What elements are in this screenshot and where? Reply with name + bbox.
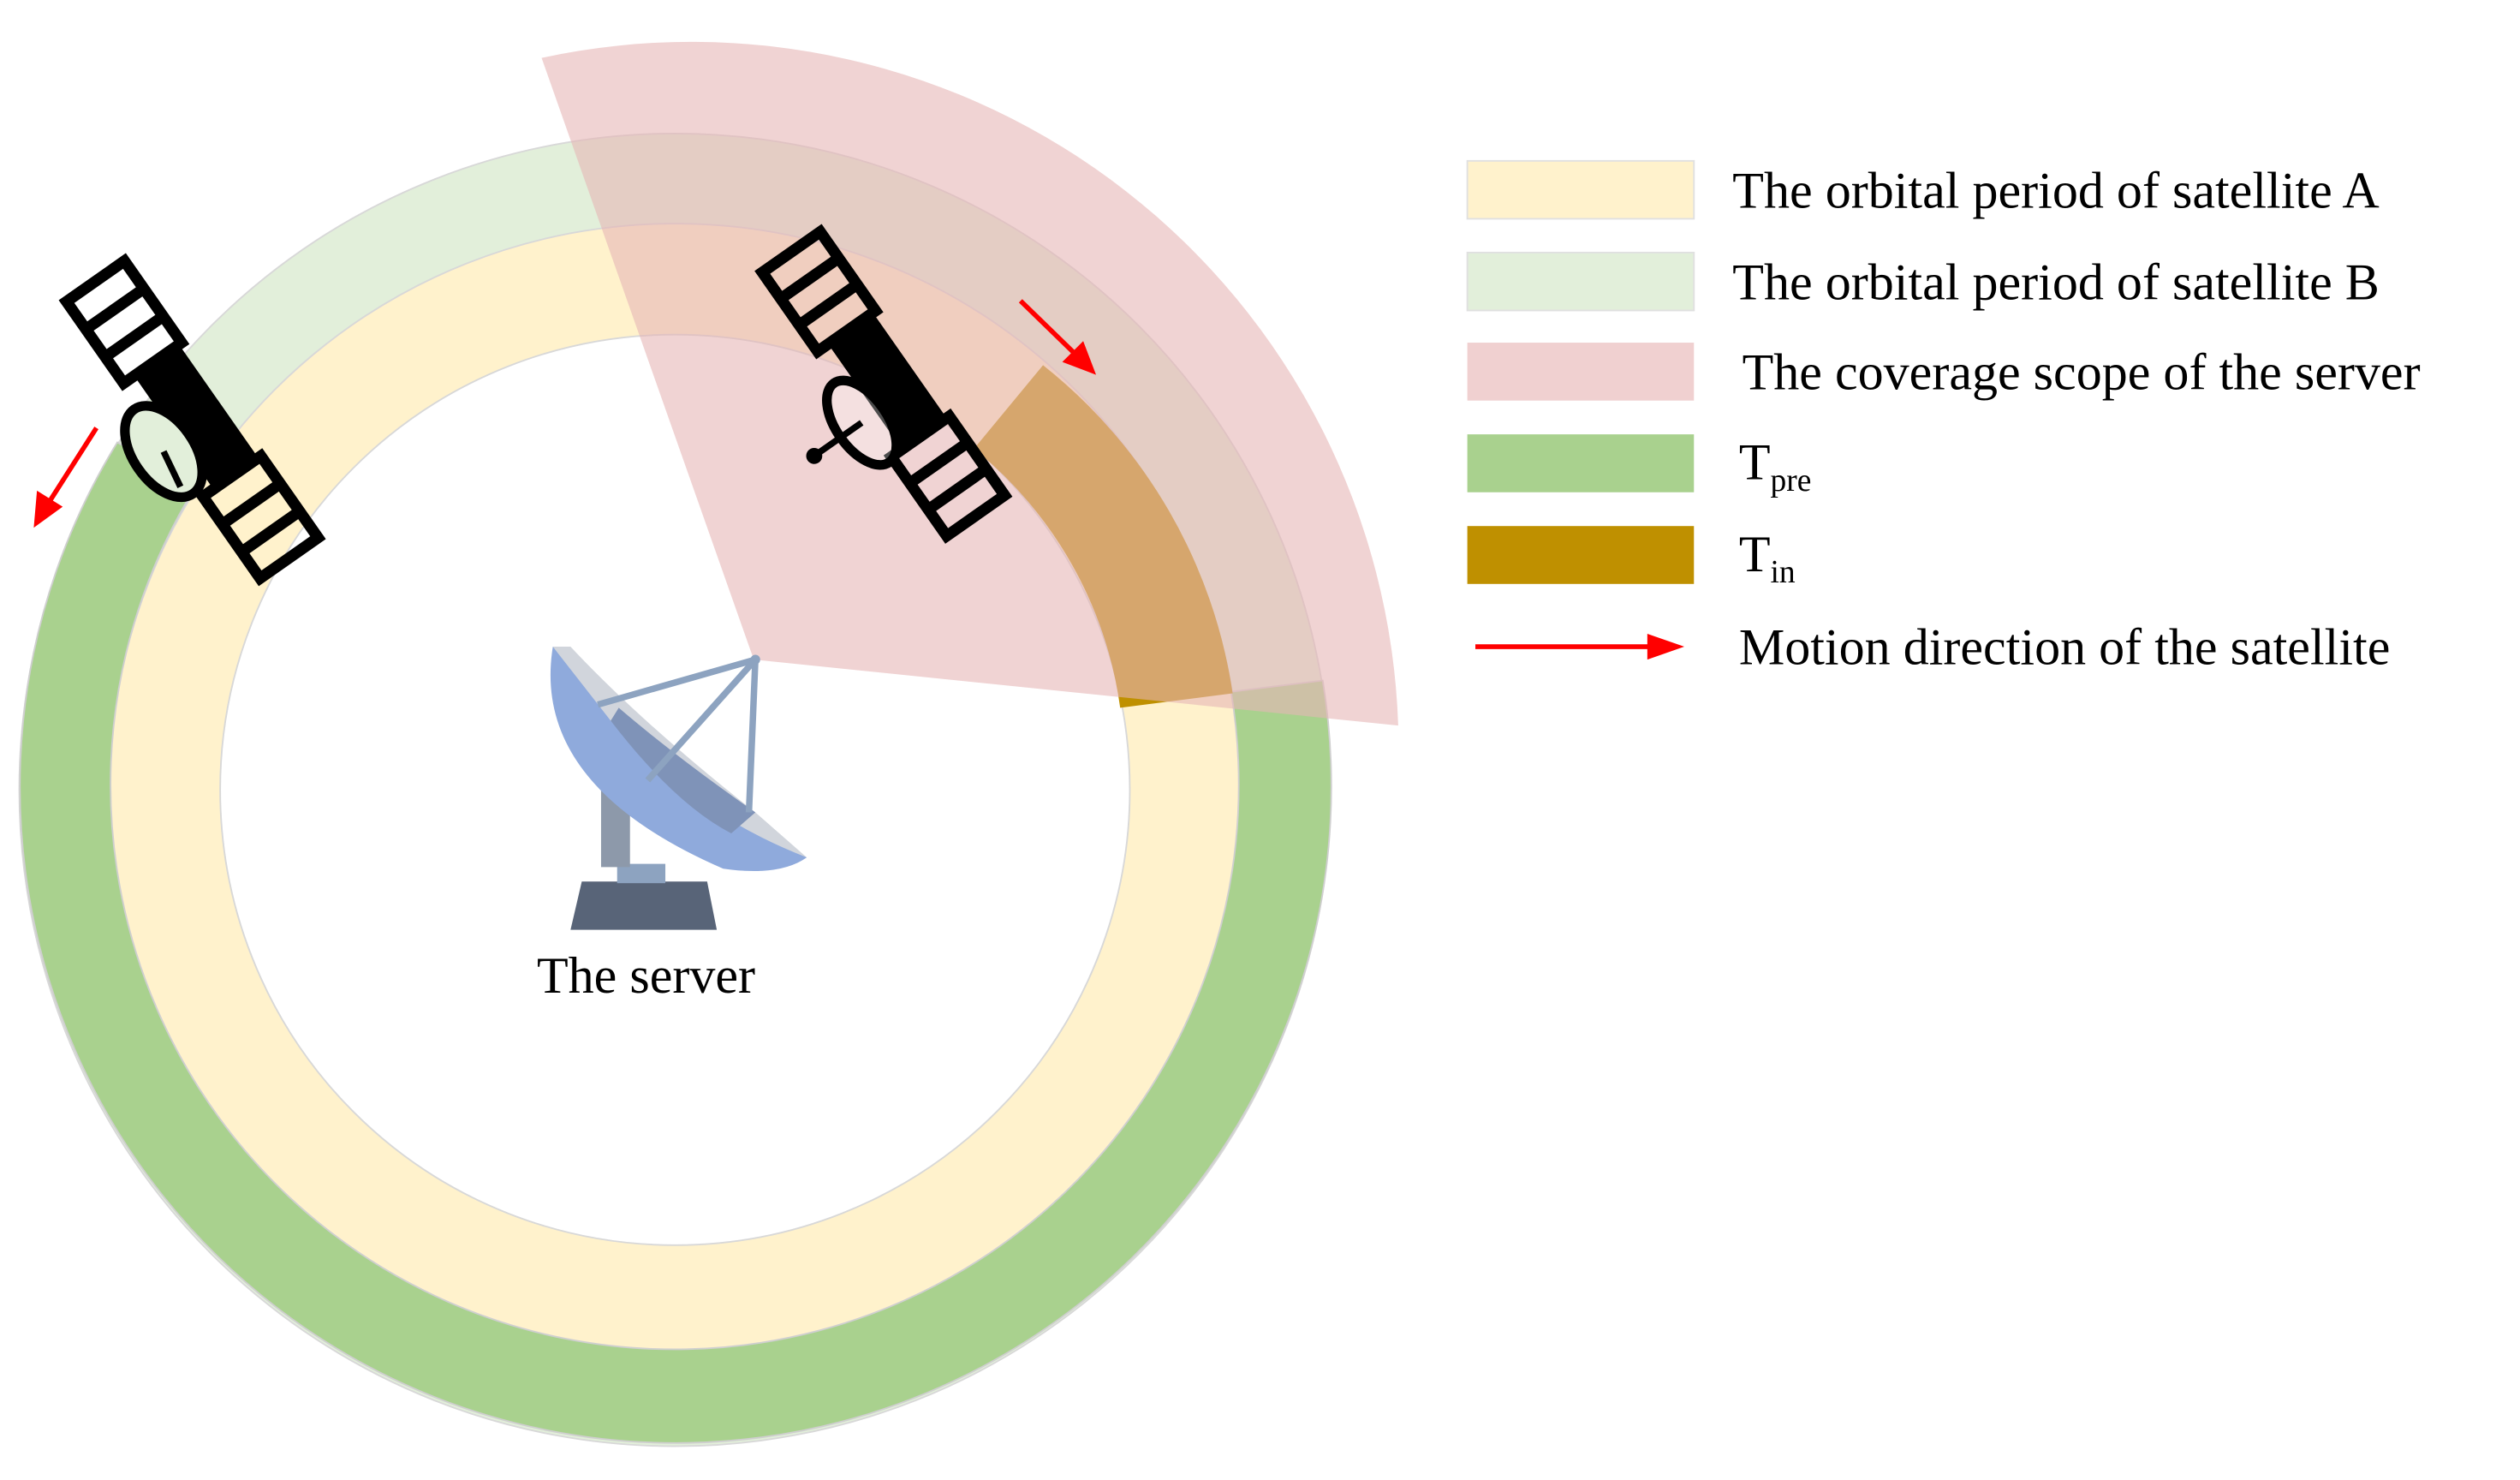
legend-swatch-orbit-b	[1466, 251, 1695, 312]
legend-swatch-tin	[1467, 526, 1695, 584]
tpre-arc	[19, 441, 1332, 1444]
legend-label-tin: Tin	[1739, 525, 1796, 590]
legend-item-motion: Motion direction of the satellite	[1475, 618, 2390, 676]
legend-arrowhead	[1647, 634, 1685, 660]
legend-item-orbit-a: The orbital period of satellite A	[1466, 159, 2380, 220]
motion-arrow-b	[33, 427, 98, 528]
legend-item-coverage: The coverage scope of the server	[1467, 343, 2421, 401]
legend-item-tpre: Tpre	[1467, 433, 1812, 498]
legend-swatch-orbit-a	[1466, 159, 1695, 220]
legend-label-tpre-main: T	[1739, 433, 1771, 491]
legend: The orbital period of satellite A The or…	[1466, 159, 2421, 676]
coverage-sector	[541, 41, 1398, 726]
legend-label-motion: Motion direction of the satellite	[1739, 618, 2391, 676]
server-label: The server	[537, 946, 755, 1004]
legend-item-tin: Tin	[1467, 525, 1796, 590]
legend-label-tin-main: T	[1739, 525, 1771, 582]
legend-label-tpre-sub: pre	[1771, 463, 1812, 498]
satellite-icon	[58, 253, 326, 587]
legend-label-orbit-b: The orbital period of satellite B	[1732, 253, 2379, 310]
legend-label-orbit-a: The orbital period of satellite A	[1732, 161, 2379, 218]
legend-item-orbit-b: The orbital period of satellite B	[1466, 251, 2380, 312]
legend-swatch-tpre	[1467, 434, 1695, 492]
motion-arrow-a	[1018, 299, 1097, 375]
legend-swatch-coverage	[1467, 343, 1695, 401]
legend-label-coverage: The coverage scope of the server	[1743, 343, 2421, 401]
antenna-icon	[550, 647, 807, 930]
satellite-icon	[754, 224, 1013, 544]
legend-label-tin-sub: in	[1771, 555, 1796, 590]
legend-label-tpre: Tpre	[1739, 433, 1812, 498]
